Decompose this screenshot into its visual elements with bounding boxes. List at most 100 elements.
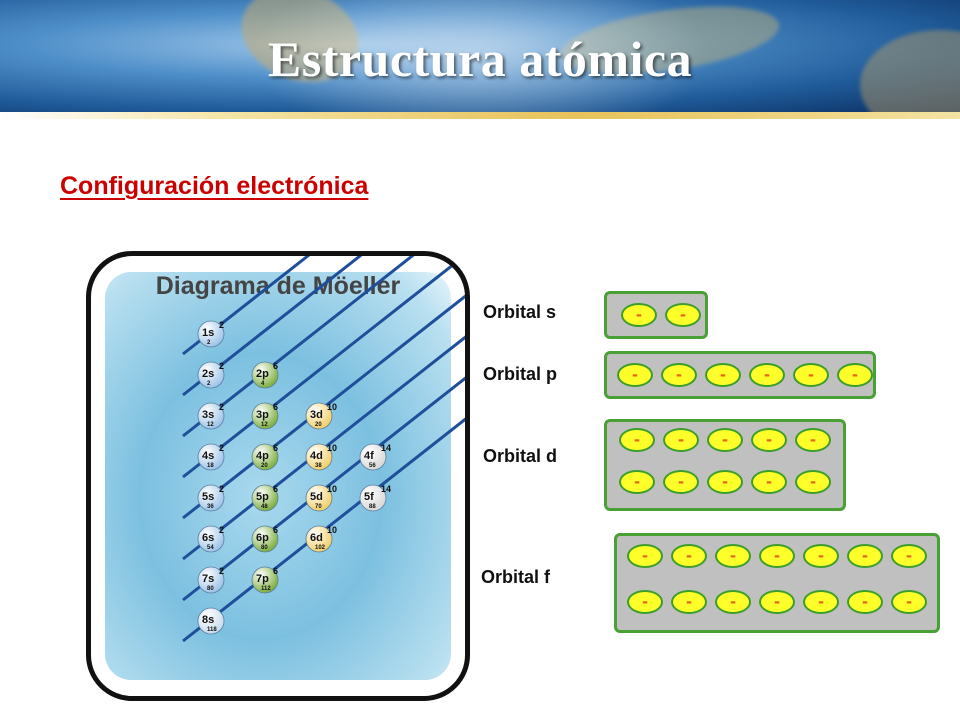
orbital-f-box: -------------- bbox=[614, 533, 940, 633]
orbital-number: 54 bbox=[207, 545, 214, 551]
orbital-name: 4s bbox=[202, 450, 214, 462]
orbital-name: 1s bbox=[202, 327, 214, 339]
orbital-name: 2p bbox=[256, 368, 269, 380]
orbital-capacity: 10 bbox=[327, 402, 337, 412]
electron-slot: - bbox=[891, 544, 927, 568]
orbital-capacity: 2 bbox=[219, 443, 224, 453]
orbital-d-box: ---------- bbox=[604, 419, 846, 511]
electron-slot: - bbox=[847, 590, 883, 614]
page-title: Estructura atómica bbox=[267, 31, 693, 87]
orbital-sphere-4f: 4f 14 56 bbox=[359, 443, 391, 471]
electron-slot: - bbox=[749, 363, 785, 387]
orbital-number: 2 bbox=[207, 340, 211, 346]
electron-slot: - bbox=[715, 544, 751, 568]
moeller-diagonal-line bbox=[182, 256, 363, 397]
orbital-capacity: 2 bbox=[219, 320, 224, 330]
electron-slot: - bbox=[707, 428, 743, 452]
orbital-sphere-3d: 3d 10 20 bbox=[305, 402, 337, 430]
orbital-capacity: 2 bbox=[219, 484, 224, 494]
orbital-sphere-3p: 3p 6 12 bbox=[251, 402, 279, 430]
electron-slot: - bbox=[671, 544, 707, 568]
electron-slot: - bbox=[751, 428, 787, 452]
orbital-name: 6d bbox=[310, 532, 323, 544]
orbital-number: 38 bbox=[315, 463, 322, 469]
electron-slot: - bbox=[705, 363, 741, 387]
moeller-diagonal-line bbox=[182, 256, 415, 438]
moeller-diagonal-line bbox=[182, 335, 465, 561]
orbital-p-label: Orbital p bbox=[483, 364, 558, 384]
orbital-number: 18 bbox=[207, 463, 214, 469]
orbital-name: 5s bbox=[202, 491, 214, 503]
electron-slot: - bbox=[621, 303, 657, 327]
orbital-capacity: 6 bbox=[273, 566, 278, 576]
orbital-number: 70 bbox=[315, 504, 322, 510]
electron-slot: - bbox=[759, 544, 795, 568]
section-subtitle: Configuración electrónica bbox=[60, 172, 369, 200]
electron-slot: - bbox=[793, 363, 829, 387]
orbital-capacity: 2 bbox=[219, 566, 224, 576]
orbital-sphere-5s: 5s 2 36 bbox=[197, 484, 225, 512]
moeller-diagonal-line bbox=[182, 256, 465, 479]
orbital-name: 4f bbox=[364, 450, 374, 462]
orbital-number: 2 bbox=[207, 381, 211, 387]
moeller-title: Diagrama de Möeller bbox=[155, 272, 401, 300]
orbital-name: 6p bbox=[256, 532, 269, 544]
orbital-name: 5d bbox=[310, 491, 323, 503]
orbital-number: 48 bbox=[261, 504, 268, 510]
orbital-capacity: 10 bbox=[327, 443, 337, 453]
orbital-capacity: 10 bbox=[327, 525, 337, 535]
orbital-s-label: Orbital s bbox=[483, 302, 557, 322]
orbital-name: 8s bbox=[202, 614, 214, 626]
orbital-name: 5f bbox=[364, 491, 374, 503]
electron-slot: - bbox=[617, 363, 653, 387]
orbital-name: 2s bbox=[202, 368, 214, 380]
orbital-capacity: 6 bbox=[273, 525, 278, 535]
electron-slot: - bbox=[715, 590, 751, 614]
electron-slot: - bbox=[627, 590, 663, 614]
orbital-name: 5p bbox=[256, 491, 269, 503]
orbital-number: 118 bbox=[207, 627, 217, 633]
electron-slot: - bbox=[795, 470, 831, 494]
electron-slot: - bbox=[665, 303, 701, 327]
electron-slot: - bbox=[627, 544, 663, 568]
header-banner: Estructura atómica bbox=[0, 0, 960, 112]
electron-slot: - bbox=[803, 544, 839, 568]
orbital-number: 20 bbox=[261, 463, 268, 469]
orbital-capacity: 14 bbox=[381, 443, 391, 453]
orbital-number: 36 bbox=[207, 504, 214, 510]
orbital-number: 12 bbox=[261, 422, 268, 428]
electron-slot: - bbox=[759, 590, 795, 614]
orbital-name: 4p bbox=[256, 450, 269, 462]
orbital-s-box: -- bbox=[604, 291, 708, 339]
orbital-capacity: 10 bbox=[327, 484, 337, 494]
electron-slot: - bbox=[671, 590, 707, 614]
electron-slot: - bbox=[619, 428, 655, 452]
orbital-name: 3d bbox=[310, 409, 323, 421]
orbital-capacity: 2 bbox=[219, 402, 224, 412]
orbital-sphere-5d: 5d 10 70 bbox=[305, 484, 337, 512]
moeller-orbitals: 1s222s222p643s2123p6123d10204s2184p6204d… bbox=[182, 256, 465, 643]
orbital-name: 3p bbox=[256, 409, 269, 421]
orbital-number: 88 bbox=[369, 504, 376, 510]
orbital-sphere-4s: 4s 2 18 bbox=[197, 443, 225, 471]
orbital-capacity: 6 bbox=[273, 402, 278, 412]
electron-slot: - bbox=[751, 470, 787, 494]
header-divider bbox=[0, 112, 960, 119]
orbital-number: 80 bbox=[207, 586, 214, 592]
orbital-name: 6s bbox=[202, 532, 214, 544]
electron-slot: - bbox=[803, 590, 839, 614]
electron-slot: - bbox=[891, 590, 927, 614]
orbital-number: 56 bbox=[369, 463, 376, 469]
orbital-capacity: 6 bbox=[273, 361, 278, 371]
orbital-number: 20 bbox=[315, 422, 322, 428]
